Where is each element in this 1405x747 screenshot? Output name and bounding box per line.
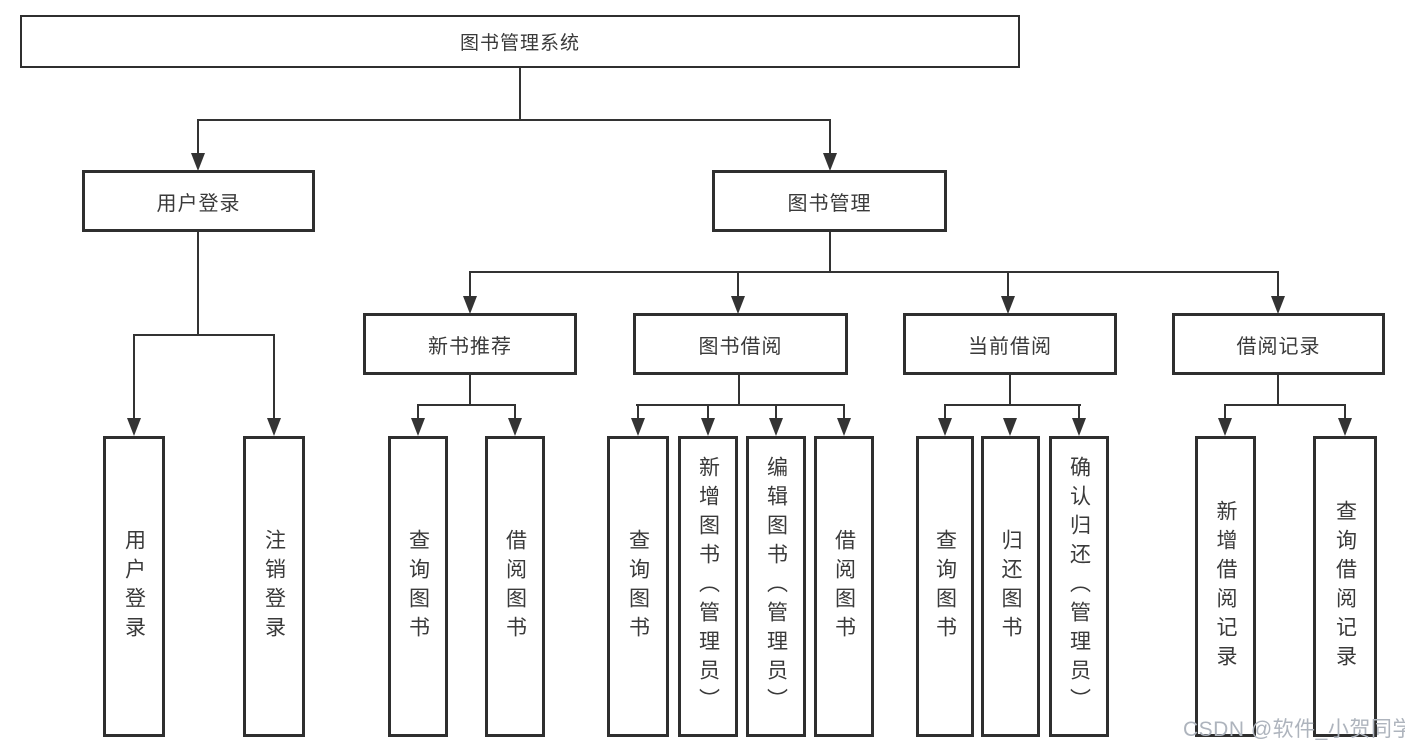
- connector-line: [514, 404, 516, 420]
- node-label: 图书管理系统: [459, 33, 580, 54]
- leaf-query-books-borrowing: 查询图书: [607, 436, 669, 737]
- connector-line: [1277, 374, 1279, 406]
- leaf-label: 用户登录: [122, 528, 146, 645]
- node-current-borrowing: 当前借阅: [903, 313, 1117, 375]
- arrow-down-icon: [267, 418, 281, 436]
- arrow-down-icon: [837, 418, 851, 436]
- leaf-label: 确认归还（管理员）: [1067, 456, 1091, 717]
- leaf-label: 借阅图书: [832, 528, 856, 645]
- arrow-down-icon: [1072, 418, 1086, 436]
- connector-line: [637, 404, 639, 420]
- leaf-return-books: 归还图书: [981, 436, 1040, 737]
- connector-line: [469, 374, 471, 406]
- csdn-watermark: CSDN @软件_小贺同学: [1183, 718, 1405, 741]
- node-book-management: 图书管理: [712, 170, 947, 232]
- connector-line: [944, 404, 1081, 406]
- connector-line: [1007, 271, 1009, 298]
- connector-line: [469, 271, 471, 298]
- arrow-down-icon: [463, 296, 477, 314]
- arrow-down-icon: [1218, 418, 1232, 436]
- node-label: 用户登录: [156, 192, 241, 215]
- connector-line: [1078, 404, 1080, 420]
- leaf-user-login: 用户登录: [103, 436, 165, 737]
- connector-line: [944, 404, 946, 420]
- arrow-down-icon: [1271, 296, 1285, 314]
- connector-line: [843, 404, 845, 420]
- leaf-label: 借阅图书: [503, 528, 527, 645]
- leaf-label: 新增借阅记录: [1214, 499, 1237, 674]
- connector-line: [519, 67, 521, 121]
- node-label: 图书管理: [787, 192, 872, 215]
- connector-line: [707, 404, 709, 420]
- leaf-label: 新增图书（管理员）: [696, 456, 720, 717]
- leaf-borrow-books-recommend: 借阅图书: [485, 436, 545, 737]
- connector-line: [469, 271, 1279, 273]
- leaf-add-borrow-record: 新增借阅记录: [1195, 436, 1256, 737]
- connector-line: [273, 334, 275, 420]
- leaf-add-books-admin: 新增图书（管理员）: [678, 436, 738, 737]
- node-root-book-management-system: 图书管理系统: [20, 15, 1020, 68]
- leaf-borrow-books-borrowing: 借阅图书: [814, 436, 874, 737]
- connector-line: [197, 119, 199, 155]
- connector-line: [133, 334, 275, 336]
- leaf-query-books-current: 查询图书: [916, 436, 974, 737]
- node-book-borrowing: 图书借阅: [633, 313, 848, 375]
- node-label: 借阅记录: [1236, 335, 1321, 358]
- arrow-down-icon: [701, 418, 715, 436]
- node-label: 当前借阅: [968, 335, 1052, 358]
- connector-line: [133, 334, 135, 420]
- leaf-query-borrow-record: 查询借阅记录: [1313, 436, 1377, 737]
- leaf-label: 查询图书: [406, 528, 430, 645]
- node-user-login: 用户登录: [82, 170, 315, 232]
- leaf-query-books-recommend: 查询图书: [388, 436, 448, 737]
- connector-line: [738, 374, 740, 406]
- arrow-down-icon: [823, 153, 837, 171]
- connector-line: [1224, 404, 1226, 420]
- connector-line: [829, 119, 831, 155]
- arrow-down-icon: [508, 418, 522, 436]
- connector-line: [417, 404, 419, 420]
- connector-line: [1344, 404, 1346, 420]
- node-new-book-recommendation: 新书推荐: [363, 313, 577, 375]
- leaf-edit-books-admin: 编辑图书（管理员）: [746, 436, 806, 737]
- arrow-down-icon: [1001, 296, 1015, 314]
- arrow-down-icon: [731, 296, 745, 314]
- connector-line: [829, 231, 831, 273]
- node-borrowing-records: 借阅记录: [1172, 313, 1385, 375]
- arrow-down-icon: [191, 153, 205, 171]
- node-label: 新书推荐: [428, 335, 512, 358]
- leaf-label: 查询图书: [933, 528, 957, 645]
- arrow-down-icon: [1338, 418, 1352, 436]
- node-label: 图书借阅: [698, 335, 783, 358]
- connector-line: [197, 231, 199, 336]
- leaf-label: 编辑图书（管理员）: [764, 456, 788, 717]
- connector-line: [775, 404, 777, 420]
- connector-line: [1009, 374, 1011, 406]
- arrow-down-icon: [938, 418, 952, 436]
- connector-line: [417, 404, 516, 406]
- leaf-label: 归还图书: [999, 528, 1022, 645]
- arrow-down-icon: [631, 418, 645, 436]
- connector-line: [197, 119, 831, 121]
- arrow-down-icon: [769, 418, 783, 436]
- leaf-logout: 注销登录: [243, 436, 305, 737]
- connector-line: [636, 404, 845, 406]
- leaf-label: 查询借阅记录: [1333, 499, 1357, 674]
- connector-line: [1224, 404, 1346, 406]
- leaf-label: 查询图书: [626, 528, 650, 645]
- connector-line: [737, 271, 739, 298]
- leaf-confirm-return-admin: 确认归还（管理员）: [1049, 436, 1109, 737]
- leaf-label: 注销登录: [262, 528, 286, 645]
- arrow-down-icon: [127, 418, 141, 436]
- arrow-down-icon: [1003, 418, 1017, 436]
- arrow-down-icon: [411, 418, 425, 436]
- connector-line: [1277, 271, 1279, 298]
